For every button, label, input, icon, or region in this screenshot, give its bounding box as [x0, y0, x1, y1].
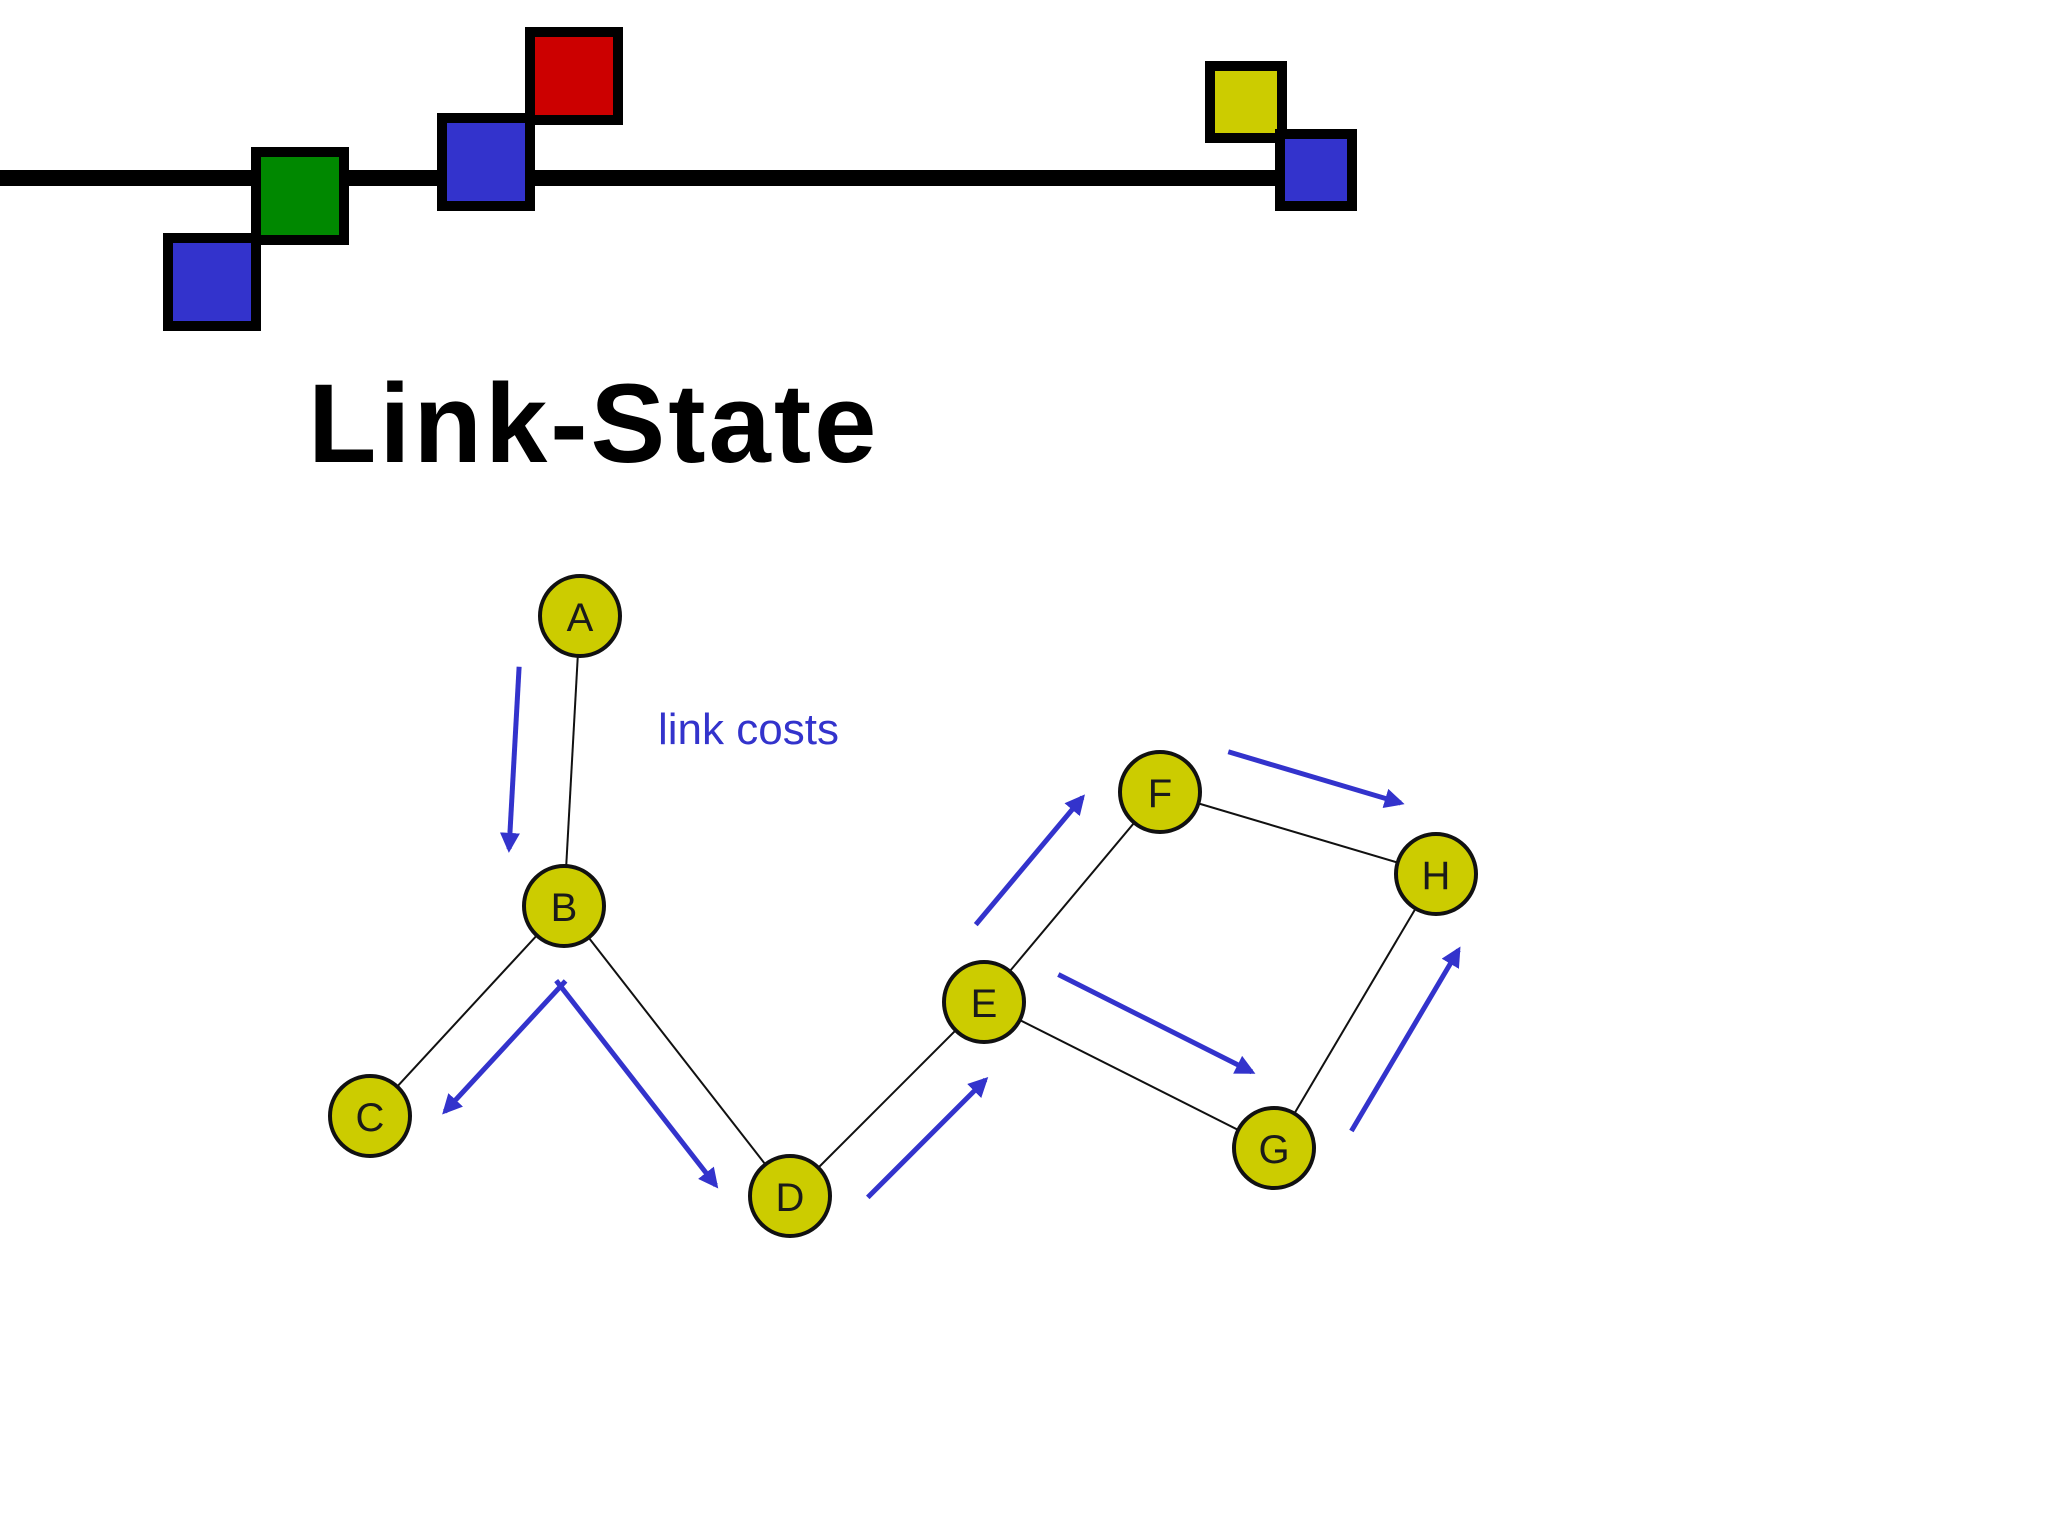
node-c: C	[328, 1074, 412, 1158]
graph-edges	[369, 615, 1437, 1197]
node-h-circle	[1394, 832, 1478, 916]
header-square-red	[525, 27, 623, 125]
header-decoration	[0, 27, 1357, 331]
node-f: F	[1118, 750, 1202, 834]
flow-arrow-a-b	[499, 666, 522, 853]
node-e-circle	[942, 960, 1026, 1044]
header-square-yellow	[1205, 61, 1287, 143]
node-d-circle	[748, 1154, 832, 1238]
node-d-label: D	[776, 1176, 805, 1220]
link-cost-flows	[442, 666, 1461, 1200]
flow-arrow-e-f	[973, 794, 1085, 927]
node-h-label: H	[1422, 854, 1451, 898]
node-b-label: B	[551, 886, 578, 930]
node-a-label: A	[567, 596, 594, 640]
edge-f-h	[1159, 791, 1437, 875]
edge-b-c	[369, 905, 565, 1117]
node-c-circle	[328, 1074, 412, 1158]
node-d: D	[748, 1154, 832, 1238]
node-e: E	[942, 960, 1026, 1044]
node-b-circle	[522, 864, 606, 948]
edge-e-f	[983, 791, 1161, 1003]
node-a-circle	[538, 574, 622, 658]
header-square-blue-3	[1275, 129, 1357, 211]
edge-d-e	[789, 1001, 985, 1197]
node-f-label: F	[1148, 772, 1172, 816]
node-b: B	[522, 864, 606, 948]
node-g-label: G	[1258, 1128, 1289, 1172]
flow-arrow-e-g	[1057, 972, 1256, 1075]
node-e-label: E	[971, 982, 998, 1026]
node-g: G	[1232, 1106, 1316, 1190]
node-g-circle	[1232, 1106, 1316, 1190]
edge-b-d	[563, 905, 791, 1197]
flow-arrow-f-h	[1227, 749, 1405, 809]
page-title: Link-State	[308, 361, 879, 486]
node-h: H	[1394, 832, 1478, 916]
header-square-blue-1	[163, 233, 261, 331]
link-costs-label: link costs	[658, 705, 839, 754]
flow-arrow-g-h	[1349, 946, 1461, 1133]
graph-nodes: A B C D E F G H	[328, 574, 1478, 1238]
edge-g-h	[1273, 873, 1437, 1149]
edge-a-b	[563, 615, 581, 907]
flow-arrow-b-c	[442, 979, 568, 1115]
flow-arrow-b-d	[554, 979, 719, 1189]
flow-arrow-d-e	[866, 1076, 989, 1200]
node-a: A	[538, 574, 622, 658]
header-square-green	[251, 147, 349, 245]
node-c-label: C	[356, 1096, 385, 1140]
header-square-blue-2	[437, 113, 535, 211]
edge-e-g	[983, 1001, 1275, 1149]
node-f-circle	[1118, 750, 1202, 834]
